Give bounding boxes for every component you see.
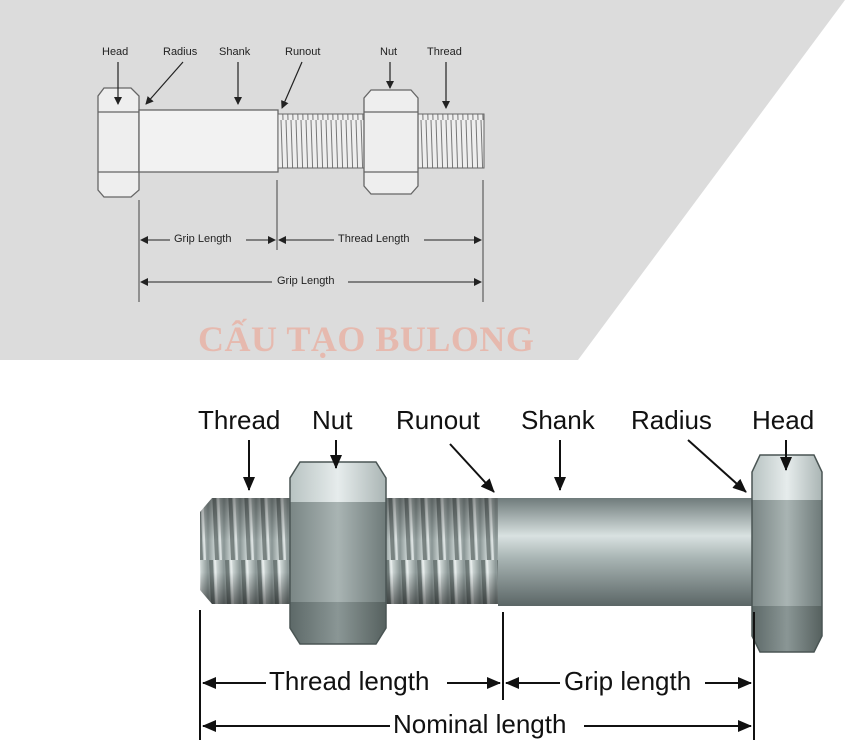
top-dimension-arrows	[140, 236, 482, 286]
bottom-bolt-shank	[498, 498, 754, 606]
bottom-label-radius: Radius	[631, 405, 712, 435]
top-label-shank: Shank	[219, 46, 251, 58]
top-bolt-nut	[363, 89, 419, 195]
bottom-bolt-nut	[289, 461, 387, 645]
bottom-extension-lines	[199, 610, 755, 740]
bottom-label-head: Head	[752, 405, 815, 435]
bottom-callout-arrows	[243, 439, 792, 493]
bottom-bolt-head	[751, 454, 823, 653]
bottom-label-shank: Shank	[521, 405, 595, 435]
top-label-runout: Runout	[285, 46, 321, 58]
bottom-dim-thread-length: Thread length	[266, 666, 433, 697]
bottom-dim-grip-length: Grip length	[561, 666, 695, 697]
top-dim-overall-length: Grip Length	[275, 275, 337, 287]
bottom-dimension-arrows	[202, 677, 752, 732]
bottom-label-nut: Nut	[312, 405, 353, 435]
top-dim-grip-length: Grip Length	[172, 233, 234, 245]
top-dim-thread-length: Thread Length	[336, 233, 412, 245]
top-callout-arrows	[114, 61, 450, 109]
bottom-bolt-thread-mid	[384, 498, 498, 604]
top-bolt-thread-left	[277, 113, 365, 169]
top-bolt-shank	[138, 109, 279, 173]
bottom-label-runout: Runout	[396, 405, 480, 435]
top-label-radius: Radius	[163, 46, 198, 58]
bottom-dim-nominal-length: Nominal length	[390, 709, 570, 740]
top-label-nut: Nut	[380, 46, 398, 58]
bottom-bolt-thread-tip	[200, 498, 292, 604]
page-caption: CẤU TẠO BULONG	[198, 319, 535, 359]
bottom-label-thread: Thread	[198, 405, 281, 435]
top-label-thread: Thread	[427, 46, 462, 58]
top-extension-lines	[138, 180, 484, 302]
top-bolt-sketch	[97, 61, 485, 302]
top-label-head: Head	[102, 46, 129, 58]
top-diagram-background	[0, 0, 845, 360]
top-bolt-head	[97, 87, 140, 198]
